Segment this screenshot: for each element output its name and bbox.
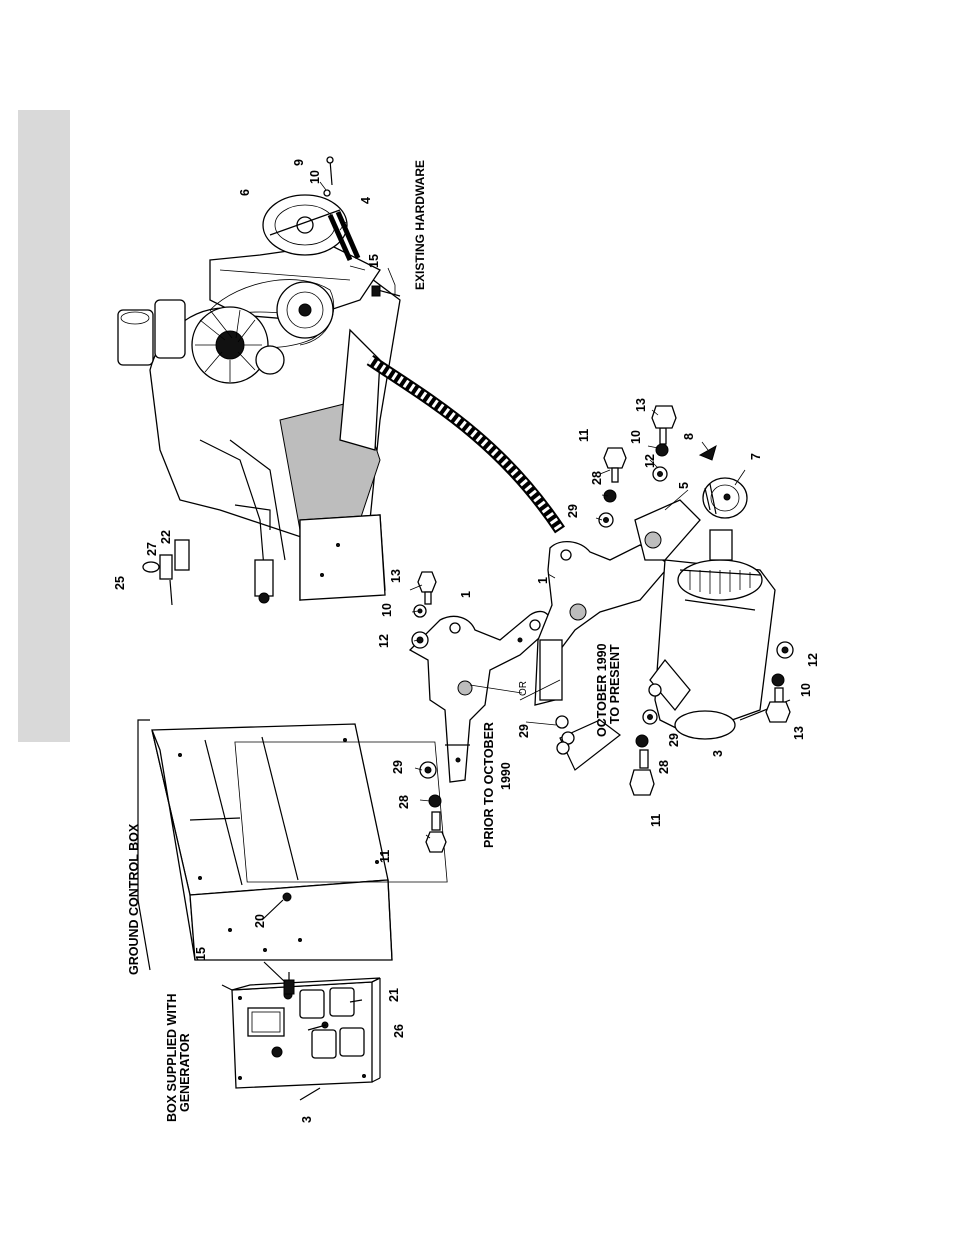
label-present-line1: OCTOBER 1990	[595, 643, 609, 737]
callout-13-upper: 13	[634, 398, 648, 412]
callout-28-upper: 28	[590, 471, 604, 485]
callout-10-top: 10	[308, 170, 322, 184]
callout-22: 22	[159, 530, 173, 544]
switch-part-15	[284, 972, 294, 994]
callout-29-present-lower: 29	[667, 733, 681, 747]
callout-3-leader	[300, 1088, 320, 1100]
callout-10-upper: 10	[629, 430, 643, 444]
callout-12-prior: 12	[377, 634, 391, 648]
callout-10-lower: 10	[799, 683, 813, 697]
callout-3-box: 3	[300, 1116, 314, 1123]
callout-15-hardware: 15	[367, 254, 381, 268]
label-prior-line1: PRIOR TO OCTOBER	[482, 722, 496, 848]
callout-7: 7	[749, 453, 763, 460]
callout-15-switch: 15	[194, 947, 208, 961]
callout-13-prior: 13	[389, 569, 403, 583]
label-prior-line2: 1990	[499, 762, 513, 790]
callout-4: 4	[359, 197, 373, 204]
callout-8: 8	[682, 433, 696, 440]
hardware-set-1990	[556, 716, 574, 754]
callout-13-lower: 13	[792, 726, 806, 740]
callout-11-present: 11	[649, 814, 663, 827]
label-existing-hardware: EXISTING HARDWARE	[413, 160, 427, 290]
callout-6: 6	[238, 189, 252, 196]
washer-part-10-top	[324, 190, 330, 196]
callout-5: 5	[677, 482, 691, 489]
callout-12-upper: 12	[643, 454, 657, 468]
callout-29-prior: 29	[391, 760, 405, 774]
callout-20: 20	[253, 914, 267, 928]
box-supplied-leader	[222, 985, 232, 990]
callout-11-upper: 11	[577, 429, 591, 442]
callout-11-prior: 11	[378, 850, 392, 863]
callout-26: 26	[392, 1024, 406, 1038]
callout-28-present: 28	[657, 760, 671, 774]
callout-29-upper: 29	[566, 504, 580, 518]
callout-28-prior: 28	[397, 795, 411, 809]
callout-1-prior: 1	[459, 591, 473, 598]
bolt-part-9	[327, 157, 333, 185]
callout-10-prior: 10	[380, 603, 394, 617]
generator-unit	[635, 500, 790, 739]
label-ground-control-box: GROUND CONTROL BOX	[127, 823, 141, 975]
label-or: OR	[518, 681, 529, 696]
label-box-supplied-line1: BOX SUPPLIED WITH	[165, 994, 179, 1122]
key-part-8	[700, 446, 716, 460]
callout-9: 9	[292, 159, 306, 166]
ground-control-box	[152, 724, 447, 960]
callout-12-lower: 12	[806, 653, 820, 667]
label-present-line2: TO PRESENT	[608, 644, 622, 724]
generator-control-box	[232, 978, 380, 1088]
pulley-part-7	[703, 478, 747, 518]
callout-3-generator: 3	[711, 750, 725, 757]
drive-belt	[370, 360, 560, 530]
callout-1-present: 1	[536, 577, 550, 584]
callout-21: 21	[387, 988, 401, 1002]
engine-mount-bracket	[300, 515, 385, 600]
bracket-prior-1990	[410, 611, 550, 782]
label-box-supplied-line2: GENERATOR	[178, 1033, 192, 1112]
callout-27: 27	[145, 542, 159, 556]
callout-29-present: 29	[517, 724, 531, 738]
callout-25: 25	[113, 576, 127, 590]
